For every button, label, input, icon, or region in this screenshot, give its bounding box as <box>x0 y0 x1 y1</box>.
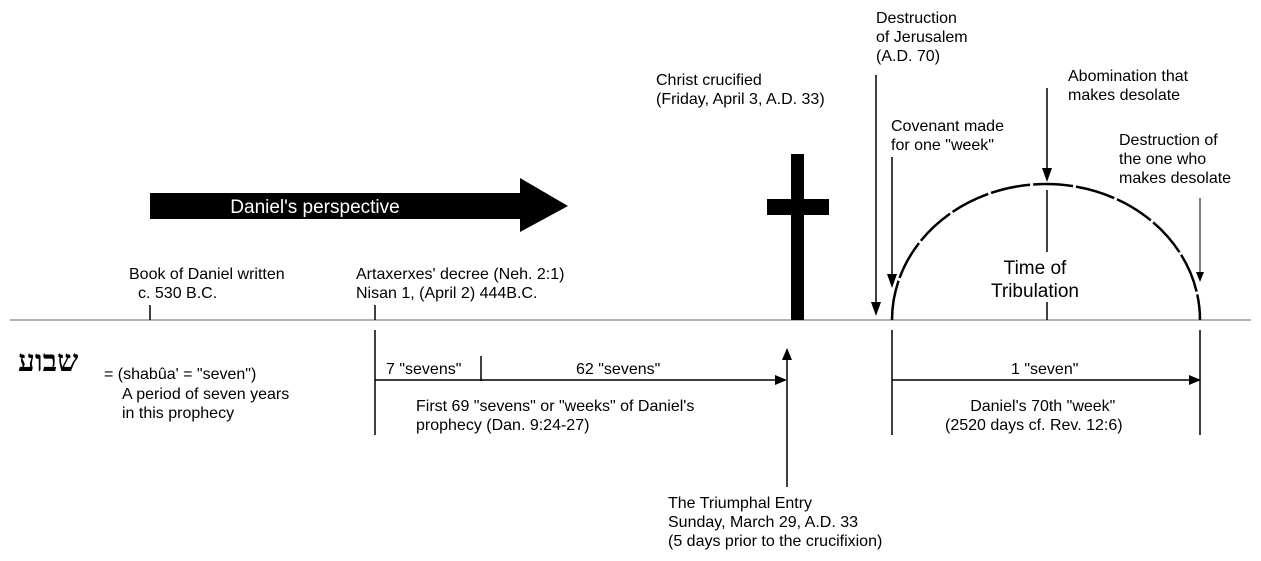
triumphal-entry-line1: The Triumphal Entry <box>668 495 813 512</box>
covenant-label: Covenant made for one "week" <box>891 117 1004 155</box>
one-seven-label: 1 "seven" <box>1011 361 1079 378</box>
christ-crucified-line1: Christ crucified <box>656 72 762 89</box>
destruction-jerusalem-line2: of Jerusalem <box>876 29 968 46</box>
triumphal-entry-line3: (5 days prior to the crucifixion) <box>668 533 883 550</box>
first69-label: First 69 "sevens" or "weeks" of Daniel's… <box>416 397 694 435</box>
covenant-line2: for one "week" <box>891 137 994 154</box>
week70-arrowhead <box>1189 375 1201 385</box>
hebrew-word: שבוע <box>18 344 79 379</box>
seventieth-week-line2: (2520 days cf. Rev. 12:6) <box>945 417 1123 434</box>
christ-crucified-line2: (Friday, April 3, A.D. 33) <box>656 91 825 108</box>
destruction-one-line2: the one who <box>1119 151 1207 168</box>
abomination-line1: Abomination that <box>1068 68 1189 85</box>
decree-label: Artaxerxes' decree (Neh. 2:1) Nisan 1, (… <box>356 265 564 303</box>
destruction-one-arrowhead <box>1196 272 1204 282</box>
decree-line2: Nisan 1, (April 2) 444B.C. <box>356 285 538 302</box>
sixtytwo-sevens-label: 62 "sevens" <box>576 361 661 378</box>
destruction-one-label: Destruction of the one who makes desolat… <box>1119 131 1231 188</box>
covenant-line1: Covenant made <box>891 118 1004 135</box>
abomination-label: Abomination that makes desolate <box>1068 67 1188 105</box>
hebrew-gloss-line2: A period of seven years <box>122 386 290 403</box>
seventieth-week-label: Daniel's 70th "week" (2520 days cf. Rev.… <box>945 397 1123 435</box>
destruction-jerusalem-line3: (A.D. 70) <box>876 48 941 65</box>
triumphal-entry-label: The Triumphal Entry Sunday, March 29, A.… <box>668 494 882 551</box>
tribulation-arc <box>890 182 1202 321</box>
covenant-arrowhead <box>887 274 897 288</box>
destruction-jerusalem-label: Destruction of Jerusalem (A.D. 70) <box>876 9 968 66</box>
abomination-arrowhead <box>1042 168 1052 182</box>
book-written-line2: c. 530 B.C. <box>138 285 218 302</box>
tribulation-line2: Tribulation <box>990 281 1079 302</box>
destruction-one-line3: makes desolate <box>1119 170 1232 187</box>
cross-horizontal <box>767 199 829 215</box>
seventieth-week-line1: Daniel's 70th "week" <box>970 398 1116 415</box>
hebrew-gloss: = (shabûa' = "seven") <box>104 365 256 384</box>
christ-crucified-label: Christ crucified (Friday, April 3, A.D. … <box>656 71 825 109</box>
cross-vertical <box>791 154 804 320</box>
perspective-label: Daniel's perspective <box>230 197 400 218</box>
abomination-line2: makes desolate <box>1068 87 1181 104</box>
decree-line1: Artaxerxes' decree (Neh. 2:1) <box>356 266 565 283</box>
destruction-jerusalem-line1: Destruction <box>876 10 957 27</box>
perspective-arrow <box>150 178 568 232</box>
first69-line2: prophecy (Dan. 9:24-27) <box>416 417 590 434</box>
book-written-label: Book of Daniel written c. 530 B.C. <box>129 265 285 303</box>
tribulation-label: Time of Tribulation <box>960 257 1110 303</box>
book-written-line1: Book of Daniel written <box>129 266 285 283</box>
triumphal-entry-line2: Sunday, March 29, A.D. 33 <box>668 514 859 531</box>
triumphal-entry-arrowhead <box>782 348 792 360</box>
hebrew-gloss-line3: in this prophecy <box>122 405 235 422</box>
tribulation-line1: Time of <box>1003 258 1067 279</box>
hebrew-gloss-detail: A period of seven years in this prophecy <box>122 385 289 423</box>
first69-line1: First 69 "sevens" or "weeks" of Daniel's <box>416 398 695 415</box>
destruction-one-line1: Destruction of <box>1119 132 1218 149</box>
first69-arrowhead <box>775 375 787 385</box>
hebrew-gloss-line1: = (shabûa' = "seven") <box>104 366 257 383</box>
jerusalem-arrowhead <box>871 302 881 316</box>
seven-sevens-label: 7 "sevens" <box>386 361 462 378</box>
